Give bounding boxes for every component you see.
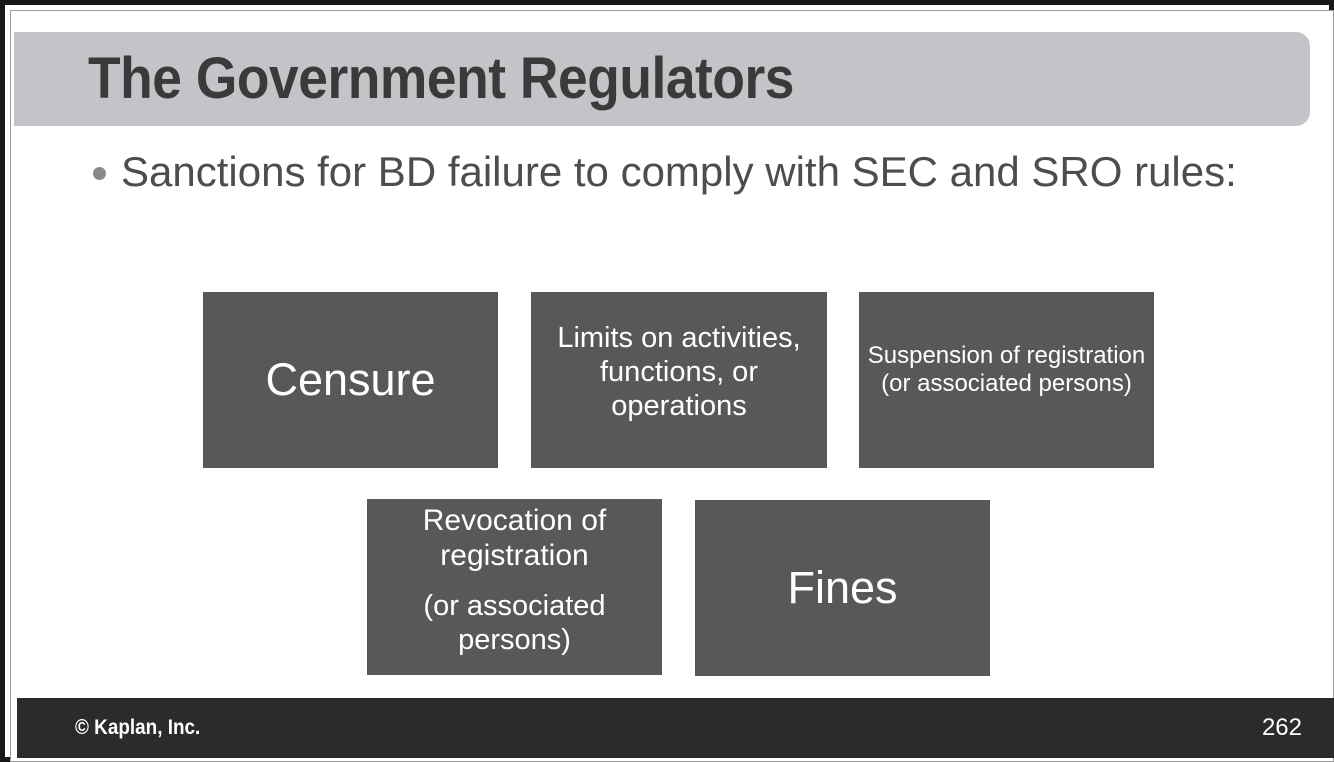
page-title: The Government Regulators: [88, 46, 795, 111]
copyright-notice: © Kaplan, Inc.: [75, 716, 201, 739]
sanction-label-limits: Limits on activities, functions, or oper…: [557, 322, 801, 422]
sanction-box-censure: Censure: [203, 292, 498, 468]
sanction-label-revocation: Revocation of registration: [422, 504, 607, 572]
page-number: 262: [1261, 714, 1302, 741]
bullet-item-text: Sanctions for BD failure to comply with …: [121, 148, 1237, 195]
sanction-box-revocation: Revocation of registration (or associate…: [367, 499, 662, 675]
bullet-point-icon: [93, 167, 106, 180]
sanction-label-censure: Censure: [265, 354, 436, 405]
slide-title-band: The Government Regulators: [14, 32, 1310, 126]
sanction-box-limits: Limits on activities, functions, or oper…: [531, 292, 827, 468]
slide-canvas: The Government Regulators Sanctions for …: [10, 10, 1334, 762]
slide-footer: © Kaplan, Inc. 262: [17, 698, 1334, 758]
sanction-label-fines: Fines: [787, 562, 898, 613]
sanction-box-fines: Fines: [695, 500, 990, 676]
sanction-label-suspension: Suspension of registration (or associate…: [867, 342, 1146, 397]
sanction-sublabel-revocation: (or associated persons): [423, 590, 606, 656]
sanction-box-suspension: Suspension of registration (or associate…: [859, 292, 1154, 468]
